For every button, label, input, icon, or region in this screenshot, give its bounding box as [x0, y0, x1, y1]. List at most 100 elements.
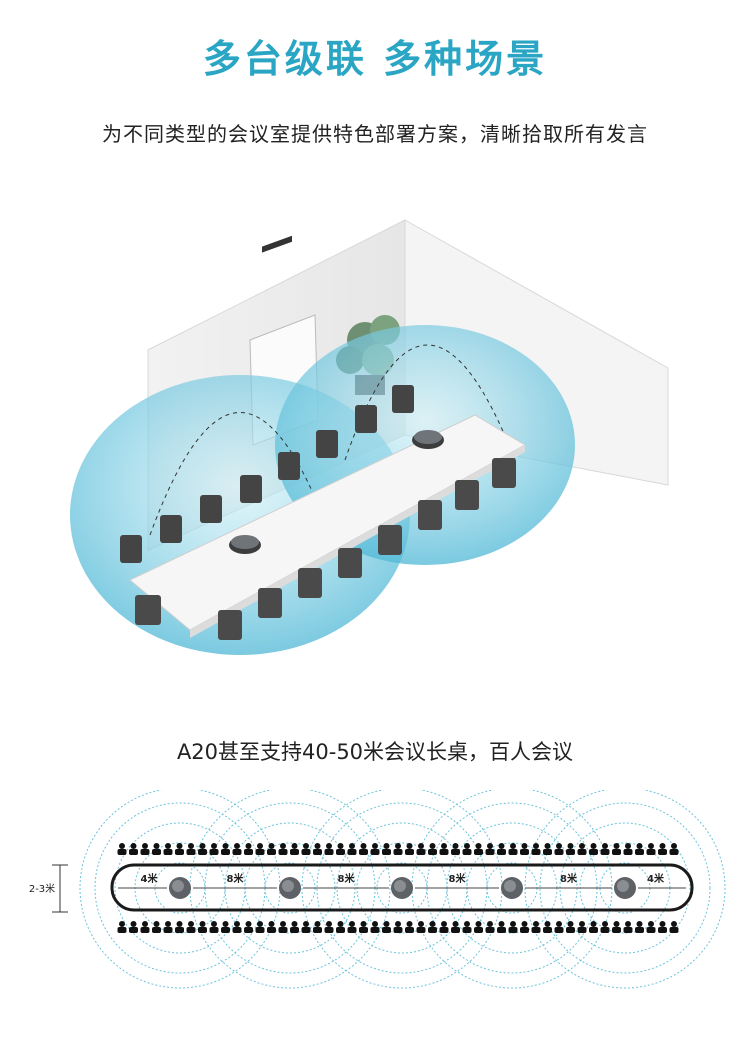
person-icon [221, 843, 230, 855]
person-icon [474, 921, 483, 933]
speaker-icon [412, 430, 444, 449]
person-icon [497, 843, 506, 855]
whiteboard-tray [262, 235, 292, 253]
height-label: 2-3米 [29, 882, 55, 895]
person-icon [336, 843, 345, 855]
person-icon [554, 921, 564, 933]
person-icon [428, 921, 437, 933]
person-icon [255, 921, 265, 933]
person-icon [393, 921, 403, 933]
person-icon [589, 921, 598, 933]
person-icon [278, 843, 288, 855]
person-icon [520, 843, 529, 855]
person-icon [278, 921, 288, 933]
person-icon [324, 921, 334, 933]
person-icon [175, 921, 184, 933]
person-icon [140, 843, 150, 855]
person-icon [612, 843, 621, 855]
spacing-label: 4米 [647, 872, 665, 885]
person-icon [485, 921, 495, 933]
chair-end [135, 595, 161, 625]
spacing-label: 8米 [227, 872, 245, 885]
person-icon [416, 921, 426, 933]
speaker-icon [229, 535, 261, 554]
speaker-icon [391, 877, 413, 899]
person-icon [462, 921, 472, 933]
person-icon [600, 843, 610, 855]
person-icon [186, 843, 196, 855]
person-icon [267, 921, 276, 933]
person-icon [209, 843, 219, 855]
person-icon [669, 921, 679, 933]
person-icon [117, 843, 127, 855]
person-icon [577, 921, 587, 933]
person-icon [589, 843, 598, 855]
person-icon [531, 921, 541, 933]
person-icon [198, 843, 207, 855]
person-icon [462, 843, 472, 855]
person-icon [623, 921, 633, 933]
person-icon [439, 921, 449, 933]
person-icon [658, 921, 667, 933]
person-icon [543, 921, 552, 933]
person-icon [566, 843, 575, 855]
person-icon [301, 843, 311, 855]
person-icon [428, 843, 437, 855]
person-icon [301, 921, 311, 933]
person-icon [198, 921, 207, 933]
person-icon [405, 843, 414, 855]
person-icon [658, 843, 667, 855]
person-icon [370, 843, 380, 855]
person-icon [612, 921, 621, 933]
person-icon [232, 843, 242, 855]
person-icon [508, 843, 518, 855]
person-icon [129, 921, 138, 933]
speaker-icon [169, 877, 191, 899]
person-icon [451, 921, 460, 933]
person-icon [508, 921, 518, 933]
person-icon [140, 921, 150, 933]
person-icon [313, 921, 322, 933]
person-icon [336, 921, 345, 933]
person-icon [152, 843, 161, 855]
person-icon [244, 843, 253, 855]
person-icon [347, 921, 357, 933]
person-icon [324, 843, 334, 855]
person-icon [600, 921, 610, 933]
person-icon [175, 843, 184, 855]
page-title: 多台级联 多种场景 [202, 37, 548, 81]
person-icon [382, 921, 391, 933]
person-icon [566, 921, 575, 933]
person-icon [117, 921, 127, 933]
person-icon [416, 843, 426, 855]
conference-room-illustration [70, 219, 669, 655]
person-icon [577, 843, 587, 855]
person-icon [186, 921, 196, 933]
speaker-icon [279, 877, 301, 899]
person-icon [635, 921, 644, 933]
person-icon [313, 843, 322, 855]
person-icon [474, 843, 483, 855]
chairs-back-row [120, 385, 414, 563]
person-icon [290, 843, 299, 855]
pickup-ring [539, 802, 711, 974]
person-icon [543, 843, 552, 855]
person-icon [129, 843, 138, 855]
person-icon [439, 843, 449, 855]
person-icon [163, 921, 173, 933]
person-icon [451, 843, 460, 855]
person-icon [221, 921, 230, 933]
pickup-ring [559, 822, 691, 954]
person-icon [370, 921, 380, 933]
chairs-front-row [218, 458, 516, 640]
page-subtitle: 为不同类型的会议室提供特色部署方案，清晰拾取所有发言 [102, 122, 648, 146]
person-icon [359, 843, 368, 855]
person-icon [382, 843, 391, 855]
person-icon [646, 843, 656, 855]
attendees [117, 843, 679, 933]
person-icon [485, 843, 495, 855]
person-icon [623, 843, 633, 855]
person-icon [163, 843, 173, 855]
